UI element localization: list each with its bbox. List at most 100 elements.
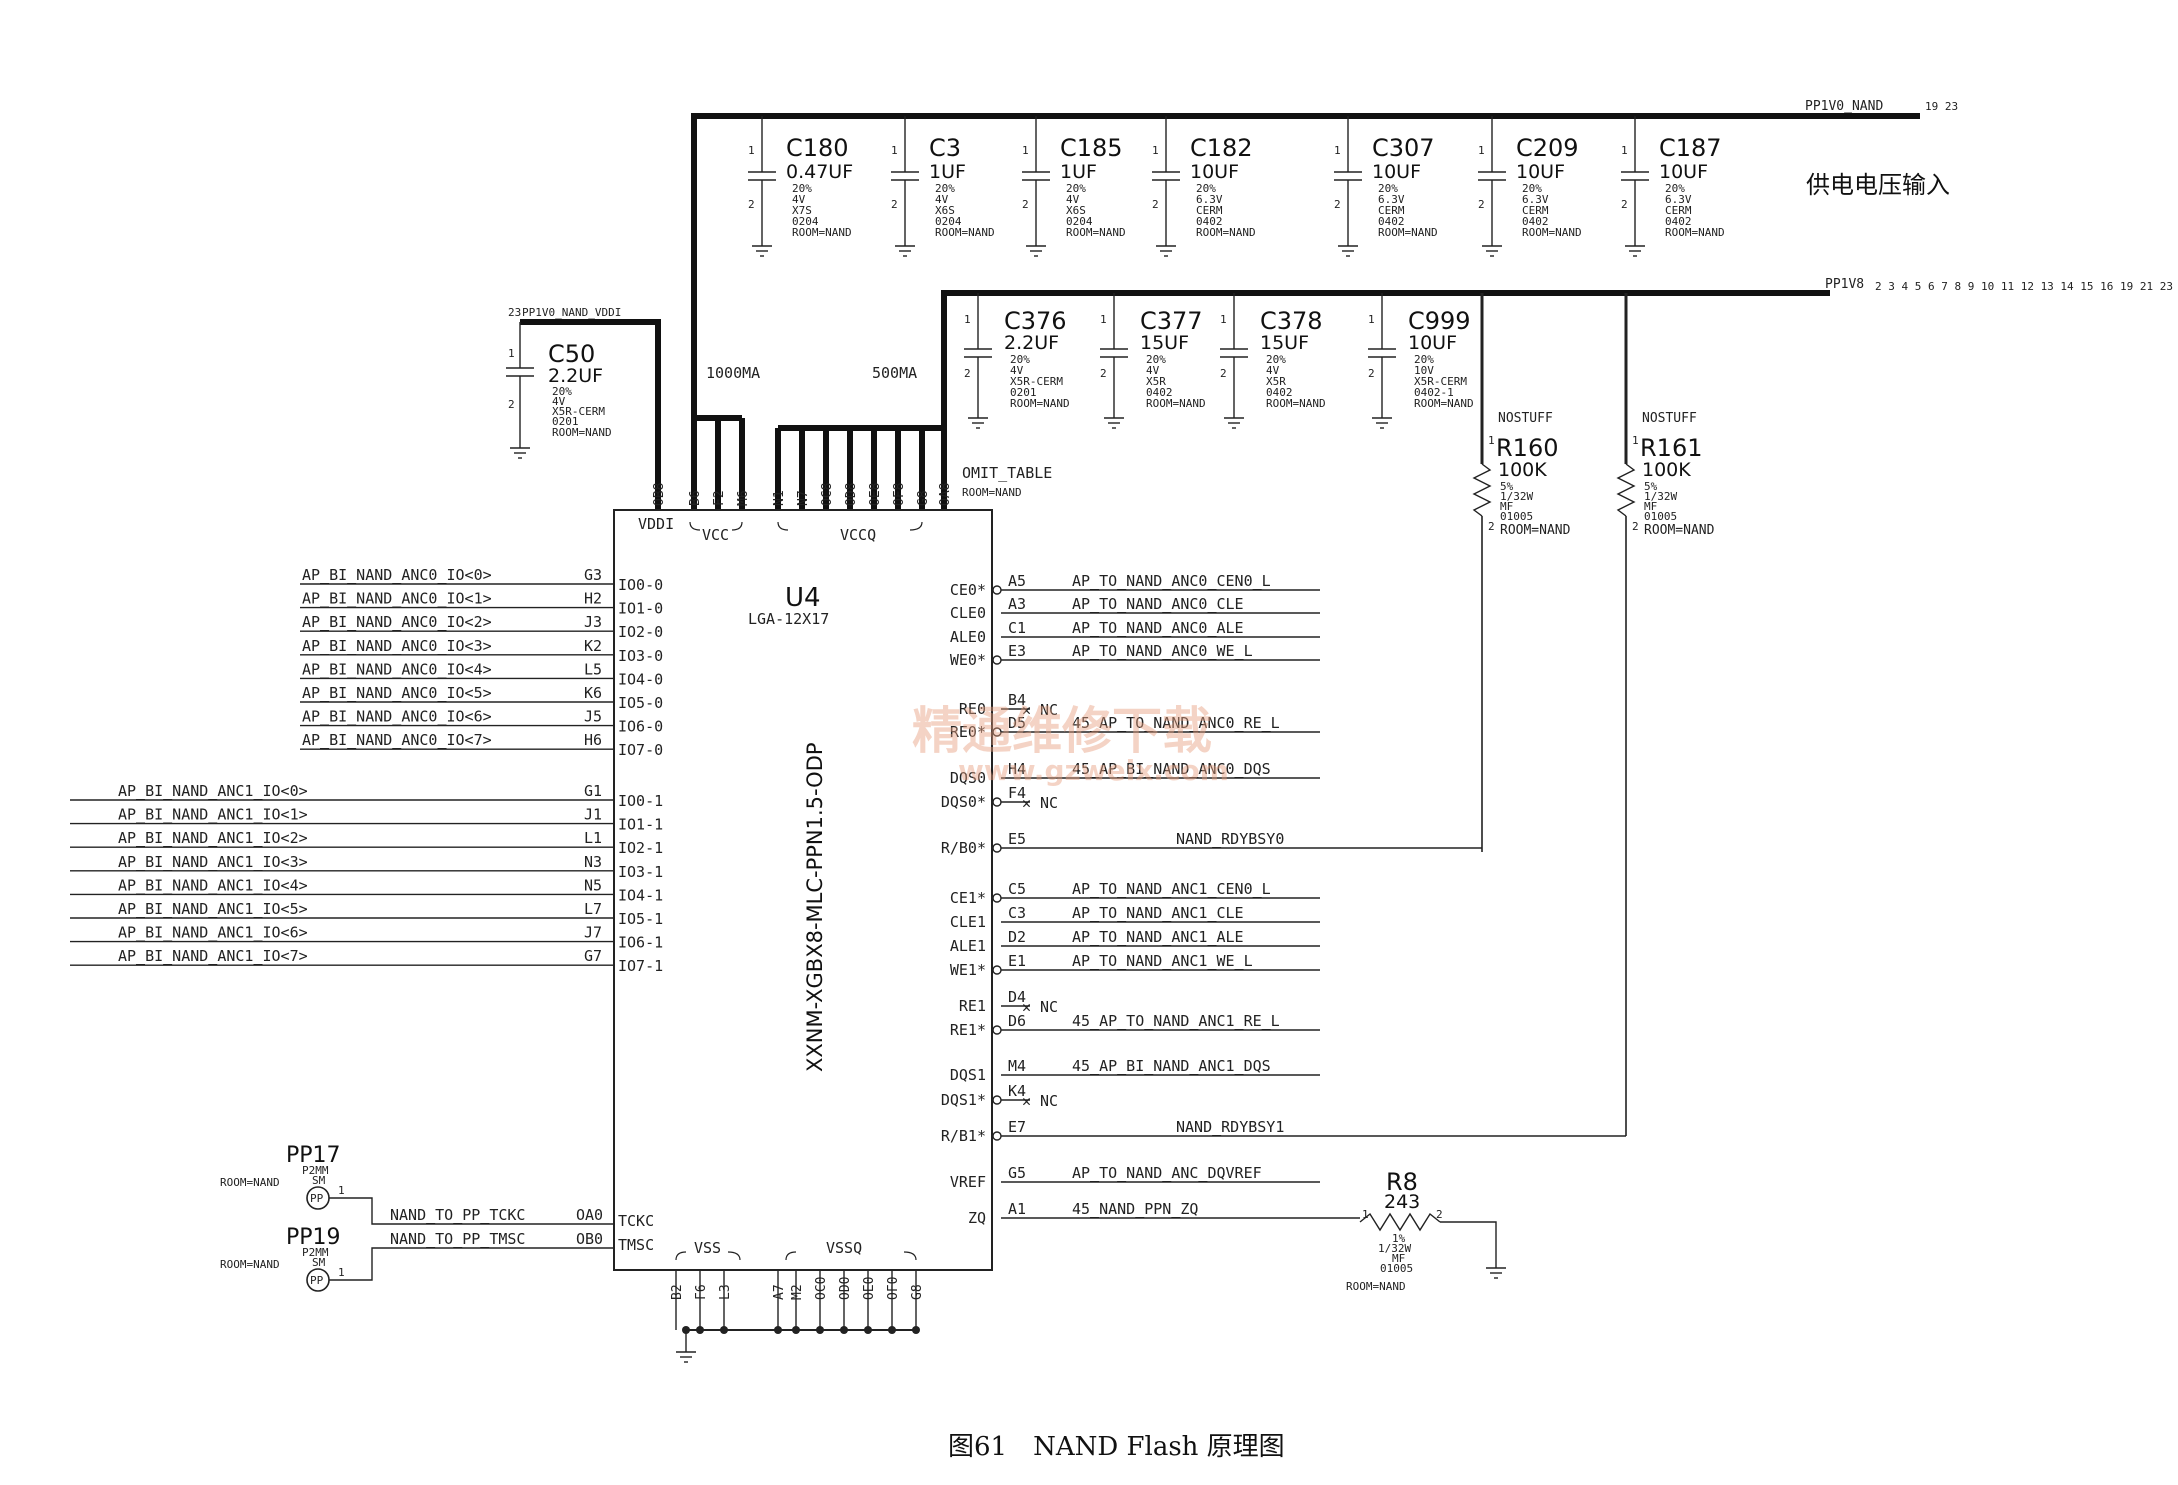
io-ball: H6 — [584, 731, 602, 749]
control-pin-label: RE1* — [950, 1021, 986, 1039]
capacitor-c182: 12 C182 10UF 20% 6.3V CERM 0402 ROOM=NAN… — [1152, 116, 1256, 257]
cap-spec: X6S — [1066, 204, 1086, 217]
capacitor-c999: 12 C999 10UF 20% 10V X5R-CERM 0402-1 ROO… — [1368, 293, 1474, 429]
control-net-label: AP_TO_NAND_ANC0_ALE — [1072, 619, 1244, 637]
cap-ref: C378 — [1260, 307, 1323, 335]
tp-sm: SM — [312, 1256, 326, 1269]
chip-top-pin: OD8 — [844, 483, 859, 506]
cap-spec: 0204 — [935, 215, 962, 228]
cap-spec: ROOM=NAND — [1066, 226, 1126, 239]
control-pin-label: CLE0 — [950, 604, 986, 622]
svg-text:2: 2 — [1100, 367, 1107, 380]
io-ball: L7 — [584, 900, 602, 918]
chip-top-pin: B6 — [688, 490, 703, 506]
svg-text:2: 2 — [748, 198, 755, 211]
io-ball: G1 — [584, 782, 602, 800]
control-pin-label: R/B1* — [941, 1127, 986, 1145]
active-low-bubble — [992, 585, 1002, 595]
control-net-label: 45_AP_BI_NAND_ANC1_DQS — [1072, 1057, 1271, 1075]
io-pin: IO6-1 — [618, 934, 663, 952]
io-net-label: AP_BI_NAND_ANC0_IO<2> — [302, 613, 492, 631]
svg-text:1: 1 — [964, 313, 971, 326]
svg-text:1: 1 — [1220, 313, 1227, 326]
control-ball: E7 — [1008, 1118, 1026, 1136]
chip-package: LGA-12X17 — [748, 610, 829, 628]
cap-ref: C185 — [1060, 134, 1123, 162]
chip-top-pin: OF8 — [892, 483, 907, 506]
nc-cross-icon: ✕ — [1022, 794, 1031, 812]
svg-text:2: 2 — [1478, 198, 1485, 211]
chip-ref: U4 — [785, 583, 821, 613]
io-ball: J5 — [584, 708, 602, 726]
control-ball: E3 — [1008, 642, 1026, 660]
nand-chip-u4: VDDI VCC VCCQ U4 LGA-12X17 XXNM-XGBX8-ML… — [613, 509, 993, 1271]
resistor-spec: MF — [1644, 500, 1657, 513]
svg-text:1: 1 — [1152, 144, 1159, 157]
control-pin-label: ZQ — [968, 1209, 986, 1227]
io-net-label: AP_BI_NAND_ANC0_IO<5> — [302, 684, 492, 702]
io-channel-0: AP_BI_NAND_ANC0_IO<0>G3IO0-0AP_BI_NAND_A… — [300, 566, 663, 759]
resistor-spec: 01005 — [1644, 510, 1677, 523]
chip-bottom-pin: OE0 — [862, 1277, 877, 1300]
io-ball: G7 — [584, 947, 602, 965]
cap-spec: ROOM=NAND — [1010, 397, 1070, 410]
active-low-bubble — [992, 893, 1002, 903]
resistor-spec: 1/32W — [1644, 490, 1677, 503]
svg-text:2: 2 — [1368, 367, 1375, 380]
io-pin: IO3-0 — [618, 647, 663, 665]
vss-pin-label: VSS — [694, 1239, 721, 1257]
io-pin: IO2-0 — [618, 623, 663, 641]
nc-cross-icon: ✕ — [1022, 1092, 1031, 1110]
resistor-value: 100K — [1498, 459, 1547, 481]
control-pin-label: ALE1 — [950, 937, 986, 955]
capacitor-c377: 12 C377 15UF 20% 4V X5R 0402 ROOM=NAND — [1100, 293, 1206, 429]
svg-text:2: 2 — [964, 367, 971, 380]
svg-text:2: 2 — [1632, 520, 1639, 533]
current-vccq-label: 500MA — [872, 364, 917, 382]
io-pin: IO7-1 — [618, 957, 663, 975]
control-net-label: AP_TO_NAND_ANC1_ALE — [1072, 928, 1244, 946]
cap-spec: X5R-CERM — [552, 405, 605, 418]
active-low-bubble — [992, 797, 1002, 807]
svg-text:2: 2 — [1152, 198, 1159, 211]
io-pin: IO1-0 — [618, 600, 663, 618]
cap-spec: X5R — [1146, 375, 1166, 388]
cap-value: 1UF — [929, 161, 966, 183]
control-net-label: 45_AP_TO_NAND_ANC0_RE_L — [1072, 714, 1280, 732]
io-pin: IO5-0 — [618, 694, 663, 712]
io-ball: K2 — [584, 637, 602, 655]
chip-bottom-pin: B2 — [670, 1284, 685, 1300]
omit-table-label: OMIT_TABLE — [962, 464, 1052, 482]
cap-spec: 20% — [552, 385, 572, 398]
chip-top-pin: G8 — [916, 490, 931, 506]
svg-text:1: 1 — [1621, 144, 1628, 157]
chip-bottom-pin: OC0 — [814, 1277, 829, 1300]
chip-bottom-pin: M2 — [790, 1284, 805, 1300]
cap-spec: 20% — [1522, 182, 1542, 195]
active-low-bubble — [992, 655, 1002, 665]
resistor-tag: NOSTUFF — [1642, 411, 1697, 426]
cap-value: 10UF — [1372, 161, 1421, 183]
resistor-spec: 01005 — [1500, 510, 1533, 523]
active-low-bubble — [992, 843, 1002, 853]
io-net-label: AP_BI_NAND_ANC0_IO<4> — [302, 660, 492, 678]
nc-cross-icon: ✕ — [1022, 998, 1031, 1016]
io-pin: IO1-1 — [618, 816, 663, 834]
vcc-pin-label: VCC — [702, 526, 729, 544]
svg-text:1: 1 — [1632, 434, 1639, 447]
active-low-bubble — [992, 1095, 1002, 1105]
watermark-title: 精通维修下载 — [912, 702, 1212, 760]
cap-spec: 0402 — [1522, 215, 1549, 228]
svg-text:1: 1 — [748, 144, 755, 157]
active-low-bubble — [992, 1025, 1002, 1035]
cap-spec: 20% — [1665, 182, 1685, 195]
resistor-value: 100K — [1642, 459, 1691, 481]
control-ball: D5 — [1008, 714, 1026, 732]
resistor-spec: 5% — [1500, 480, 1514, 493]
io-net-label: AP_BI_NAND_ANC0_IO<7> — [302, 731, 492, 749]
nc-label: NC — [1040, 794, 1058, 812]
